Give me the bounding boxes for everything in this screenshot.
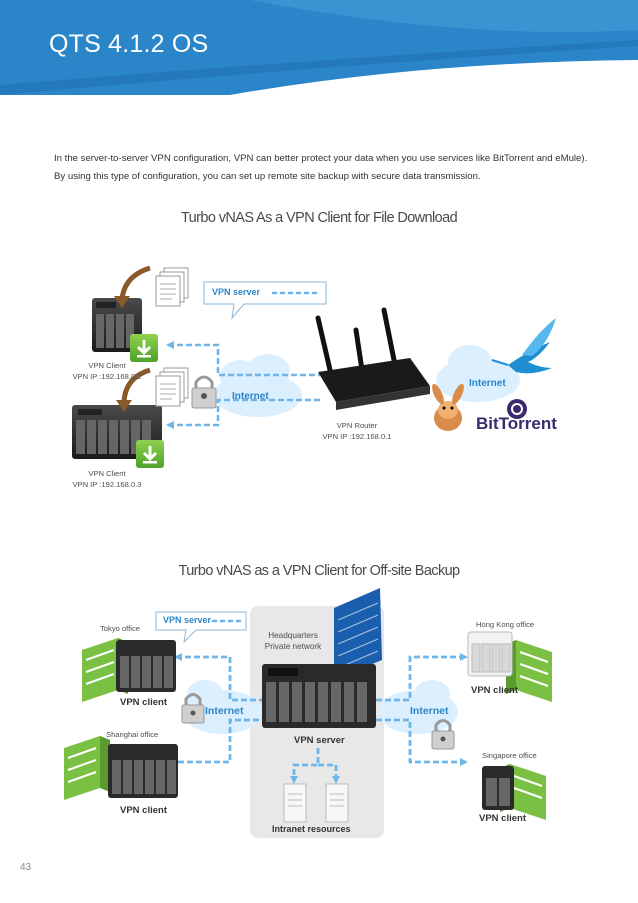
page-number: 43 bbox=[20, 862, 32, 873]
document-icon-1 bbox=[155, 267, 189, 307]
d1-internet-left: Internet bbox=[232, 391, 269, 402]
shanghai-label: Shanghai office bbox=[106, 730, 159, 739]
hq-building-icon bbox=[334, 588, 382, 680]
shanghai-vpn-client: VPN client bbox=[120, 805, 167, 816]
d2-vpn-server-center: VPN server bbox=[294, 735, 345, 746]
hongkong-label: Hong Kong office bbox=[476, 620, 535, 629]
emule-icon bbox=[432, 383, 464, 431]
hummingbird-icon bbox=[491, 318, 556, 374]
singapore-label: Singapore office bbox=[482, 751, 537, 760]
bittorrent-logo-text: BitTorrent bbox=[476, 414, 557, 433]
tokyo-nas bbox=[116, 640, 176, 692]
intranet-label: Intranet resources bbox=[272, 824, 351, 834]
d2-vpn-server-label: VPN server bbox=[163, 615, 212, 625]
arrow-curve-2 bbox=[121, 367, 151, 405]
bittorrent-logo-icon bbox=[507, 399, 527, 419]
hongkong-nas bbox=[467, 631, 513, 677]
d1-internet-right: Internet bbox=[469, 378, 506, 389]
vpn-router bbox=[315, 307, 430, 410]
hq-nas bbox=[262, 664, 376, 728]
lock-icon bbox=[191, 375, 217, 409]
download-icon-1 bbox=[130, 334, 158, 362]
diagram2-title: Turbo vNAS as a VPN Client for Off-site … bbox=[178, 563, 460, 579]
header-banner bbox=[0, 0, 638, 95]
intranet-server-2 bbox=[325, 783, 349, 823]
download-icon-2 bbox=[136, 440, 164, 468]
d2-vpn-server-bubble bbox=[155, 611, 247, 644]
lock-icon-left bbox=[181, 693, 205, 724]
nas-device-1 bbox=[92, 298, 142, 352]
shanghai-nas bbox=[108, 744, 178, 798]
tokyo-label: Tokyo office bbox=[100, 624, 140, 633]
singapore-vpn-client: VPN client bbox=[479, 813, 526, 824]
singapore-nas bbox=[482, 766, 514, 810]
page-title: QTS 4.1.2 OS bbox=[49, 30, 209, 58]
hongkong-vpn-client: VPN client bbox=[471, 685, 518, 696]
diagram1-title: Turbo vNAS As a VPN Client for File Down… bbox=[180, 210, 458, 226]
internet-cloud-left bbox=[214, 354, 302, 417]
intro-paragraph: In the server-to-server VPN configuratio… bbox=[54, 153, 588, 182]
vpn-server-bubble bbox=[203, 281, 327, 320]
d1-vpn-server-label: VPN server bbox=[212, 287, 261, 297]
lock-icon-right bbox=[431, 719, 455, 750]
intranet-server-1 bbox=[283, 783, 307, 823]
d2-internet-right: Internet bbox=[410, 705, 449, 717]
shanghai-building-icon bbox=[64, 736, 110, 800]
document-icon-2 bbox=[155, 367, 189, 407]
tokyo-vpn-client: VPN client bbox=[120, 697, 167, 708]
d2-internet-left: Internet bbox=[205, 705, 244, 717]
